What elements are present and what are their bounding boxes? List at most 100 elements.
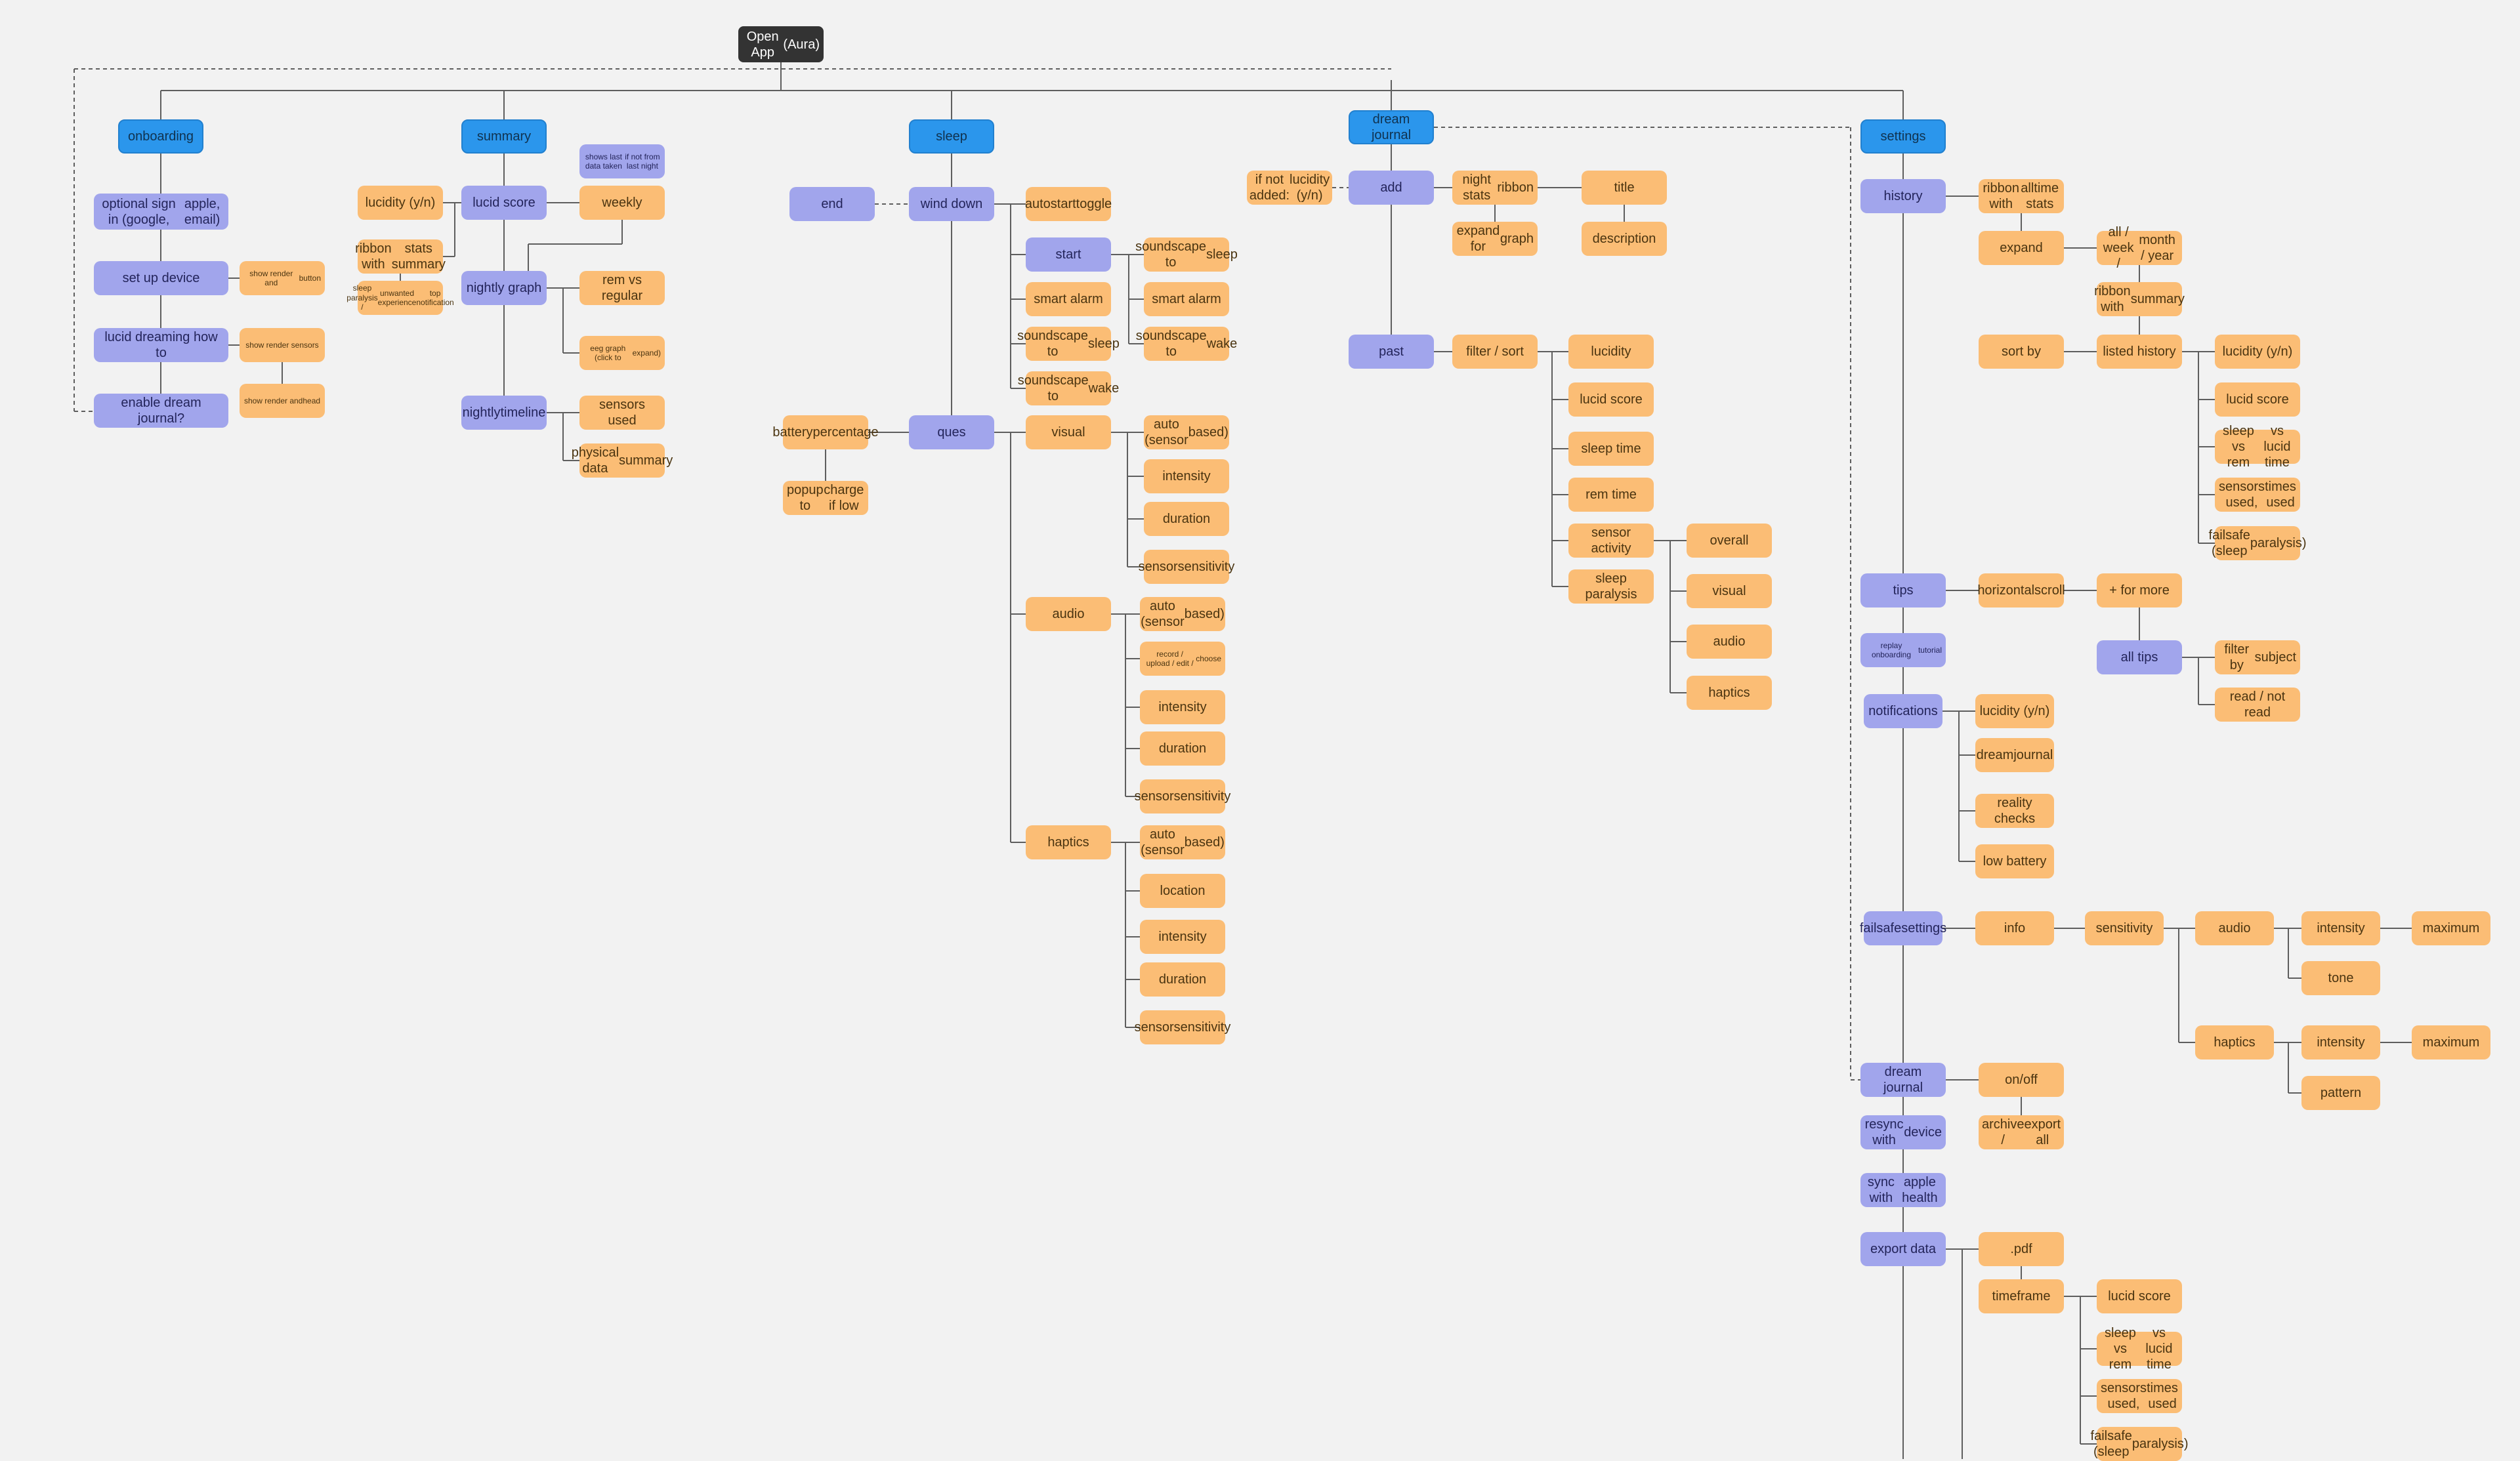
node-dj-title[interactable]: title [1582, 171, 1667, 205]
node-sum-weekly[interactable]: weekly [579, 186, 665, 220]
node-sum-score[interactable]: lucid score [461, 186, 547, 220]
node-dj[interactable]: dream journal [1349, 110, 1434, 144]
node-set-notif[interactable]: notifications [1864, 694, 1942, 728]
node-set-dj[interactable]: dream journal [1860, 1063, 1946, 1097]
node-set-e-score[interactable]: lucid score [2097, 1279, 2182, 1313]
node-dj-paralysis[interactable]: sleep paralysis [1568, 569, 1654, 604]
node-set-formore[interactable]: + for more [2097, 573, 2182, 607]
node-set-h-sens[interactable]: sensors used,times used [2215, 478, 2300, 512]
node-sum-rem[interactable]: rem vs regular [579, 271, 665, 305]
node-dj-filter[interactable]: filter / sort [1452, 335, 1538, 369]
node-root[interactable]: Open App(Aura) [738, 26, 824, 62]
node-slp-a-dur[interactable]: duration [1140, 731, 1225, 766]
node-set-readnot[interactable]: read / not read [2215, 688, 2300, 722]
node-set-fs-a-max[interactable]: maximum [2412, 911, 2490, 945]
node-set-periods[interactable]: all / week /month / year [2097, 225, 2182, 271]
node-set-n-reality[interactable]: reality checks [1975, 794, 2054, 828]
node-slp-wind[interactable]: wind down [909, 187, 994, 221]
node-set[interactable]: settings [1860, 119, 1946, 154]
node-set-fs-info[interactable]: info [1975, 911, 2054, 945]
node-onb-enable[interactable]: enable dream journal? [94, 394, 228, 428]
node-set-fs-audio[interactable]: audio [2195, 911, 2274, 945]
node-set-export[interactable]: export data [1860, 1232, 1946, 1266]
node-dj-add[interactable]: add [1349, 171, 1434, 205]
node-dj-score[interactable]: lucid score [1568, 382, 1654, 417]
node-dj-remtime[interactable]: rem time [1568, 478, 1654, 512]
node-set-fs-h-max[interactable]: maximum [2412, 1025, 2490, 1060]
node-slp-v-int[interactable]: intensity [1144, 459, 1229, 493]
node-set-fs-h-pat[interactable]: pattern [2301, 1076, 2380, 1110]
node-slp-audio[interactable]: audio [1026, 597, 1111, 631]
node-slp-ques[interactable]: ques [909, 415, 994, 449]
node-slp[interactable]: sleep [909, 119, 994, 154]
node-dj-lucidity[interactable]: lucidity [1568, 335, 1654, 369]
node-sum[interactable]: summary [461, 119, 547, 154]
node-slp-alarm1[interactable]: smart alarm [1026, 282, 1111, 316]
node-set-tips[interactable]: tips [1860, 573, 1946, 607]
node-slp-a-int[interactable]: intensity [1140, 690, 1225, 724]
node-dj-sensor[interactable]: sensor activity [1568, 524, 1654, 558]
node-set-archive[interactable]: archive /export all [1979, 1115, 2064, 1149]
node-set-n-battery[interactable]: low battery [1975, 844, 2054, 878]
node-set-pdf[interactable]: .pdf [1979, 1232, 2064, 1266]
node-onb-setup[interactable]: set up device [94, 261, 228, 295]
node-slp-visual[interactable]: visual [1026, 415, 1111, 449]
node-slp-a-rec[interactable]: record / upload / edit /choose [1140, 642, 1225, 676]
node-set-h-score[interactable]: lucid score [2215, 382, 2300, 417]
node-set-h-lucyn[interactable]: lucidity (y/n) [2215, 335, 2300, 369]
node-dj-desc[interactable]: description [1582, 222, 1667, 256]
node-dj-past[interactable]: past [1349, 335, 1434, 369]
node-dj-sleeptime[interactable]: sleep time [1568, 432, 1654, 466]
node-dj-ifnot[interactable]: if not added:lucidity (y/n) [1247, 171, 1332, 205]
node-dj-haptics[interactable]: haptics [1687, 676, 1772, 710]
node-set-onoff[interactable]: on/off [1979, 1063, 2064, 1097]
node-set-expand[interactable]: expand [1979, 231, 2064, 265]
node-set-timeframe[interactable]: timeframe [1979, 1279, 2064, 1313]
node-onb-howto[interactable]: lucid dreaming how to [94, 328, 228, 362]
node-slp-h-int[interactable]: intensity [1140, 920, 1225, 954]
node-onb-signin[interactable]: optional sign in (google,apple, email) [94, 194, 228, 230]
node-dj-audio[interactable]: audio [1687, 625, 1772, 659]
node-set-fs-a-tone[interactable]: tone [2301, 961, 2380, 995]
node-dj-overall[interactable]: overall [1687, 524, 1772, 558]
node-set-fs-a-int[interactable]: intensity [2301, 911, 2380, 945]
node-slp-end[interactable]: end [789, 187, 875, 221]
node-sum-graph[interactable]: nightly graph [461, 271, 547, 305]
node-slp-v-dur[interactable]: duration [1144, 502, 1229, 536]
node-set-fs-hapt[interactable]: haptics [2195, 1025, 2274, 1060]
node-slp-alarm2[interactable]: smart alarm [1144, 282, 1229, 316]
node-set-alltips[interactable]: all tips [2097, 640, 2182, 674]
node-slp-haptics[interactable]: haptics [1026, 825, 1111, 859]
node-set-history[interactable]: history [1860, 179, 1946, 213]
